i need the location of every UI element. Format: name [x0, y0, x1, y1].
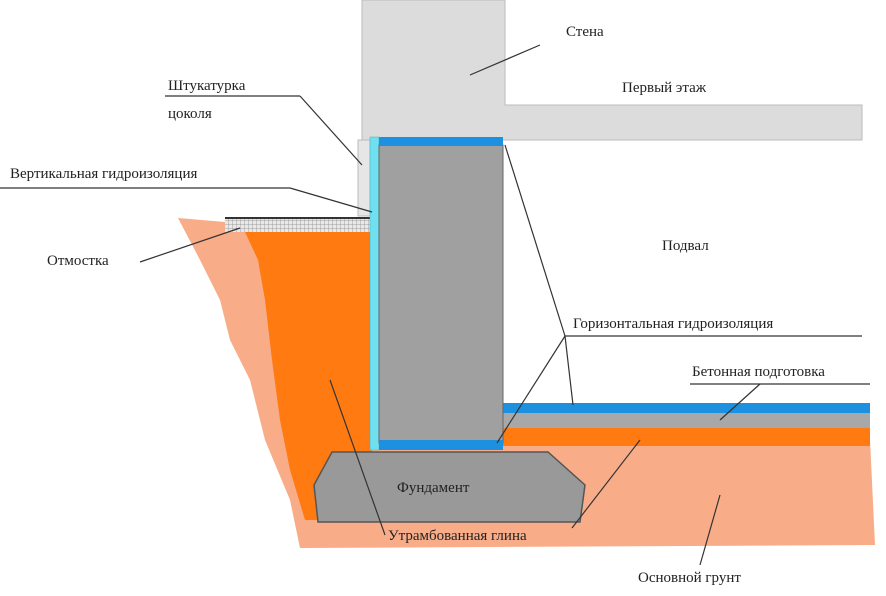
- plinth-plaster: [357, 139, 371, 217]
- vertical-waterproofing: [369, 136, 380, 451]
- bottom-waterproofing: [379, 440, 503, 450]
- label-vertical-waterproofing: Вертикальная гидроизоляция: [10, 166, 198, 182]
- floor-waterproofing: [503, 403, 870, 413]
- compacted-clay: [245, 232, 372, 520]
- label-concrete-base: Бетонная подготовка: [692, 364, 825, 380]
- concrete-orange-layer: [503, 428, 870, 446]
- foundation-footing: [313, 451, 586, 523]
- label-horizontal-waterproofing: Горизонтальная гидроизоляция: [573, 316, 774, 332]
- blind-area: [225, 218, 372, 232]
- wall: [361, 0, 863, 141]
- label-blind-area: Отмостка: [47, 253, 109, 269]
- concrete-base-layer: [503, 413, 870, 428]
- leader-lines: [0, 44, 870, 566]
- label-first-floor: Первый этаж: [622, 80, 707, 96]
- label-basement: Подвал: [662, 238, 709, 254]
- label-plaster-line2: цоколя: [168, 106, 212, 122]
- label-wall: Стена: [566, 24, 604, 40]
- label-foundation: Фундамент: [397, 480, 470, 496]
- label-compacted-clay: Утрамбованная глина: [388, 528, 527, 544]
- label-base-soil: Основной грунт: [638, 570, 741, 586]
- label-plaster-line1: Штукатурка: [168, 78, 246, 94]
- top-waterproofing: [379, 137, 503, 146]
- foundation-wall-block: [378, 144, 504, 444]
